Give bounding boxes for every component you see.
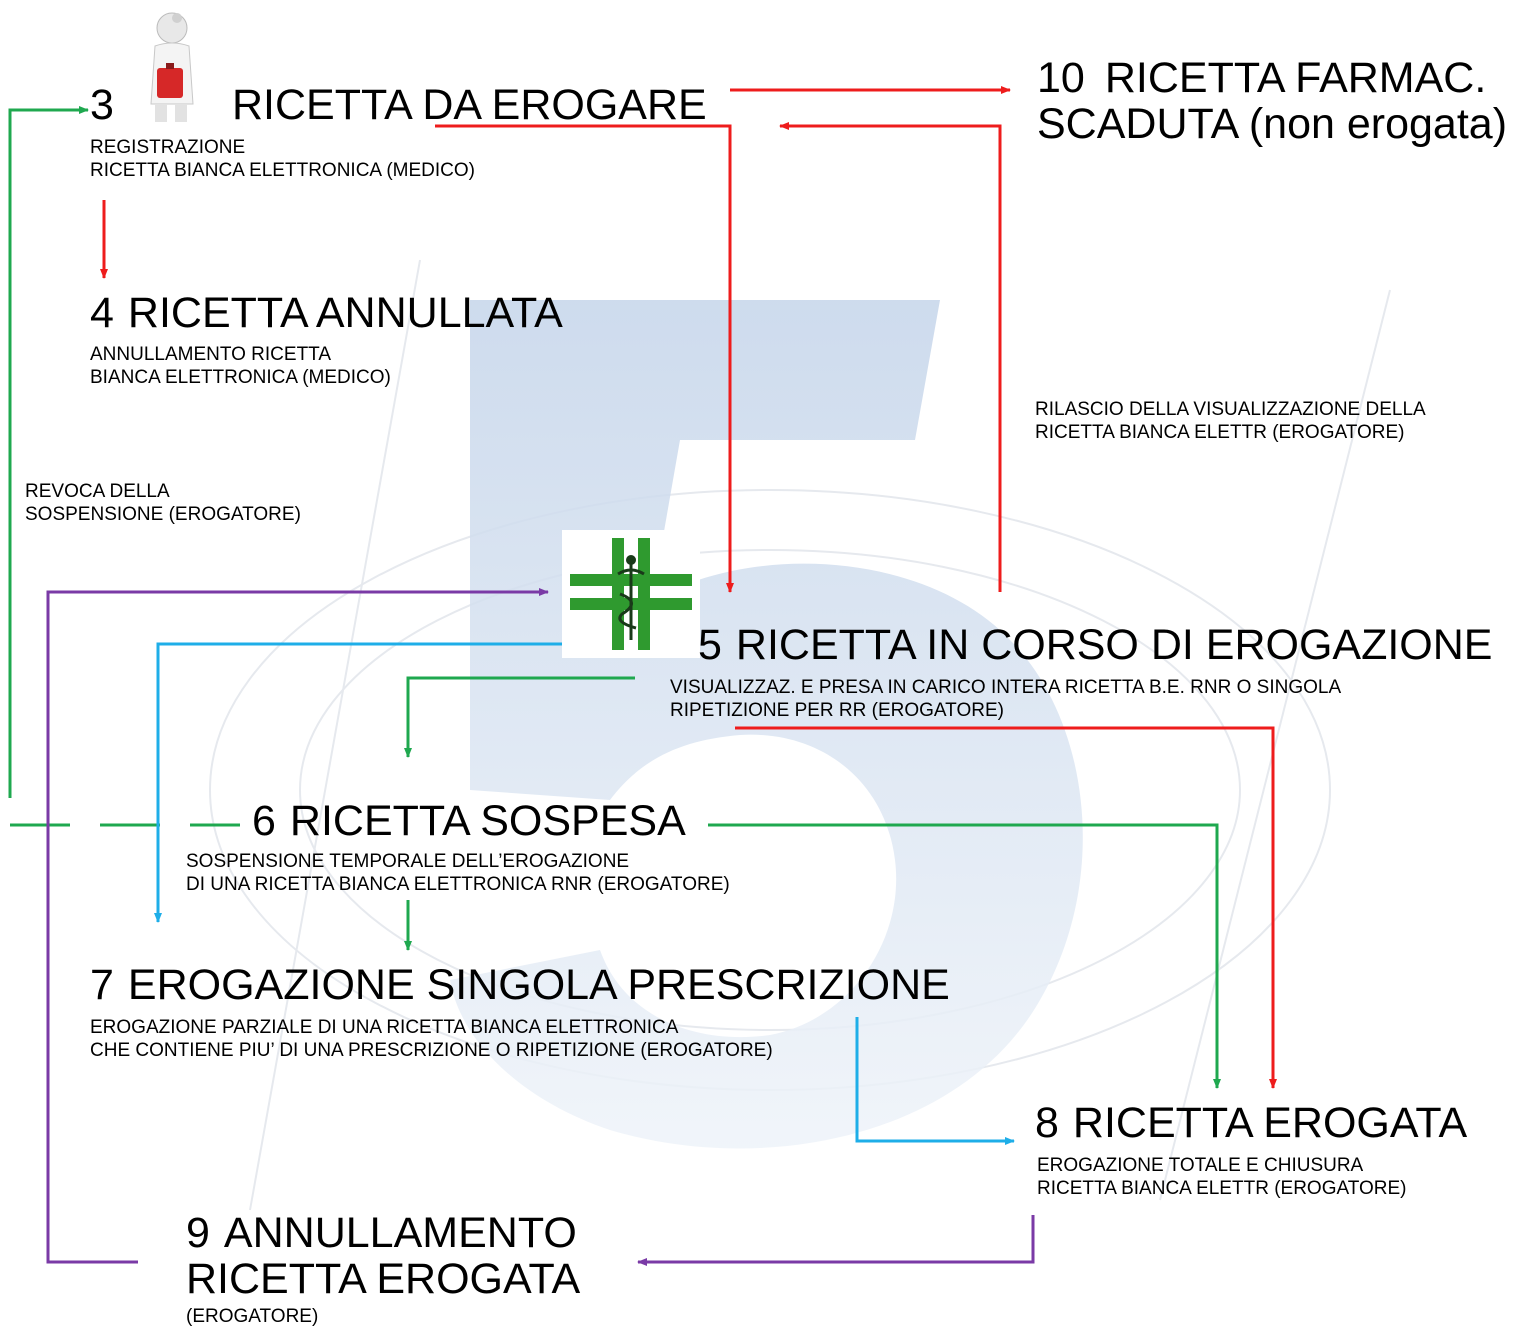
- state-8-description-line: RICETTA BIANCA ELETTR (EROGATORE): [1037, 1178, 1407, 1199]
- note-revoca-line: REVOCA DELLA: [25, 481, 170, 502]
- state-6-description-line: SOSPENSIONE TEMPORALE DELL’EROGAZIONE: [186, 851, 630, 872]
- watermark-stroke: [249, 259, 421, 1211]
- state-3-title: 3: [90, 82, 114, 128]
- state-3-number: 3: [90, 81, 114, 129]
- state-6-description-line: DI UNA RICETTA BIANCA ELETTRONICA RNR (E…: [186, 874, 730, 895]
- arrow-8-to-9: [637, 1215, 1035, 1266]
- state-5-title: 5 RICETTA IN CORSO DI EROGAZIONE: [698, 622, 1492, 668]
- state-6-description: SOSPENSIONE TEMPORALE DELL’EROGAZIONE DI…: [186, 850, 730, 896]
- state-3-description: REGISTRAZIONE RICETTA BIANCA ELETTRONICA…: [90, 136, 475, 182]
- watermark-ring: [299, 549, 1241, 1031]
- state-7-description-line: EROGAZIONE PARZIALE DI UNA RICETTA BIANC…: [90, 1017, 679, 1038]
- state-5-number: 5: [698, 621, 722, 669]
- state-5-description-line: RIPETIZIONE PER RR (EROGATORE): [670, 700, 1004, 721]
- state-9-label-line: RICETTA EROGATA: [186, 1255, 581, 1303]
- arrow-5-to-3-release: [779, 122, 1002, 592]
- state-7-title: 7 EROGAZIONE SINGOLA PRESCRIZIONE: [90, 962, 950, 1008]
- state-9-number: 9: [186, 1209, 210, 1257]
- watermark-stroke: [1159, 289, 1391, 1201]
- note-revoca: REVOCA DELLA SOSPENSIONE (EROGATORE): [25, 480, 301, 526]
- state-4-title: 4 RICETTA ANNULLATA: [90, 290, 563, 336]
- arrow-5-to-6: [404, 676, 635, 758]
- state-10-label-line: RICETTA FARMAC.: [1104, 54, 1487, 102]
- note-revoca-line: SOSPENSIONE (EROGATORE): [25, 504, 301, 525]
- arrow-5-to-7: [154, 642, 610, 923]
- arrow-5-to-8: [735, 726, 1277, 1089]
- state-3-description-line: RICETTA BIANCA ELETTRONICA (MEDICO): [90, 160, 475, 181]
- state-3-label: RICETTA DA EROGARE: [232, 81, 707, 129]
- state-8-number: 8: [1035, 1099, 1059, 1147]
- note-rilascio-line: RICETTA BIANCA ELETTR (EROGATORE): [1035, 422, 1405, 443]
- state-5-description: VISUALIZZAZ. E PRESA IN CARICO INTERA RI…: [670, 676, 1341, 722]
- state-10-line-1: 10 RICETTA FARMAC.: [1037, 55, 1507, 101]
- state-5-description-line: VISUALIZZAZ. E PRESA IN CARICO INTERA RI…: [670, 677, 1342, 698]
- pharmacy-cross-icon: [562, 530, 700, 658]
- state-8-title: 8 RICETTA EROGATA: [1035, 1100, 1467, 1146]
- state-7-description: EROGAZIONE PARZIALE DI UNA RICETTA BIANC…: [90, 1016, 773, 1062]
- arrow-9-to-5: [46, 588, 549, 1264]
- note-rilascio: RILASCIO DELLA VISUALIZZAZIONE DELLA RIC…: [1035, 398, 1426, 444]
- note-rilascio-line: RILASCIO DELLA VISUALIZZAZIONE DELLA: [1035, 399, 1426, 420]
- state-3-description-line: REGISTRAZIONE: [90, 137, 246, 158]
- watermark-digit-five: [450, 300, 1083, 1149]
- state-6-number: 6: [252, 797, 276, 845]
- state-7-description-line: CHE CONTIENE PIU’ DI UNA PRESCRIZIONE O …: [90, 1040, 773, 1061]
- state-4-description: ANNULLAMENTO RICETTA BIANCA ELETTRONICA …: [90, 343, 391, 389]
- arrow-3-to-5: [435, 124, 734, 593]
- state-4-label: RICETTA ANNULLATA: [127, 289, 563, 337]
- state-7-label: EROGAZIONE SINGOLA PRESCRIZIONE: [127, 961, 950, 1009]
- state-7-number: 7: [90, 961, 114, 1009]
- state-10-number: 10: [1037, 54, 1085, 102]
- state-4-description-line: ANNULLAMENTO RICETTA: [90, 344, 332, 365]
- arrow-6-revoke-to-3: [8, 106, 89, 798]
- state-5-label: RICETTA IN CORSO DI EROGAZIONE: [735, 621, 1493, 669]
- state-6-label: RICETTA SOSPESA: [289, 797, 686, 845]
- state-10-label-line: SCADUTA (non erogata): [1037, 100, 1508, 148]
- state-9-label-line: ANNULLAMENTO: [223, 1209, 577, 1257]
- state-8-label: RICETTA EROGATA: [1072, 1099, 1468, 1147]
- state-8-description-line: EROGAZIONE TOTALE E CHIUSURA: [1037, 1155, 1364, 1176]
- arrow-6-to-8: [708, 823, 1221, 1089]
- state-6-title: 6 RICETTA SOSPESA: [252, 798, 686, 844]
- doctor-icon: [150, 12, 194, 122]
- arrow-7-to-8: [855, 1017, 1015, 1145]
- state-10-title: 10 RICETTA FARMAC. SCADUTA (non erogata): [1037, 55, 1507, 147]
- state-9-description: (EROGATORE): [186, 1306, 319, 1327]
- state-4-number: 4: [90, 289, 114, 337]
- state-8-description: EROGAZIONE TOTALE E CHIUSURA RICETTA BIA…: [1037, 1154, 1407, 1200]
- state-9-title: 9 ANNULLAMENTO RICETTA EROGATA: [186, 1210, 580, 1302]
- state-9-line-1: 9 ANNULLAMENTO: [186, 1210, 580, 1256]
- state-4-description-line: BIANCA ELETTRONICA (MEDICO): [90, 367, 391, 388]
